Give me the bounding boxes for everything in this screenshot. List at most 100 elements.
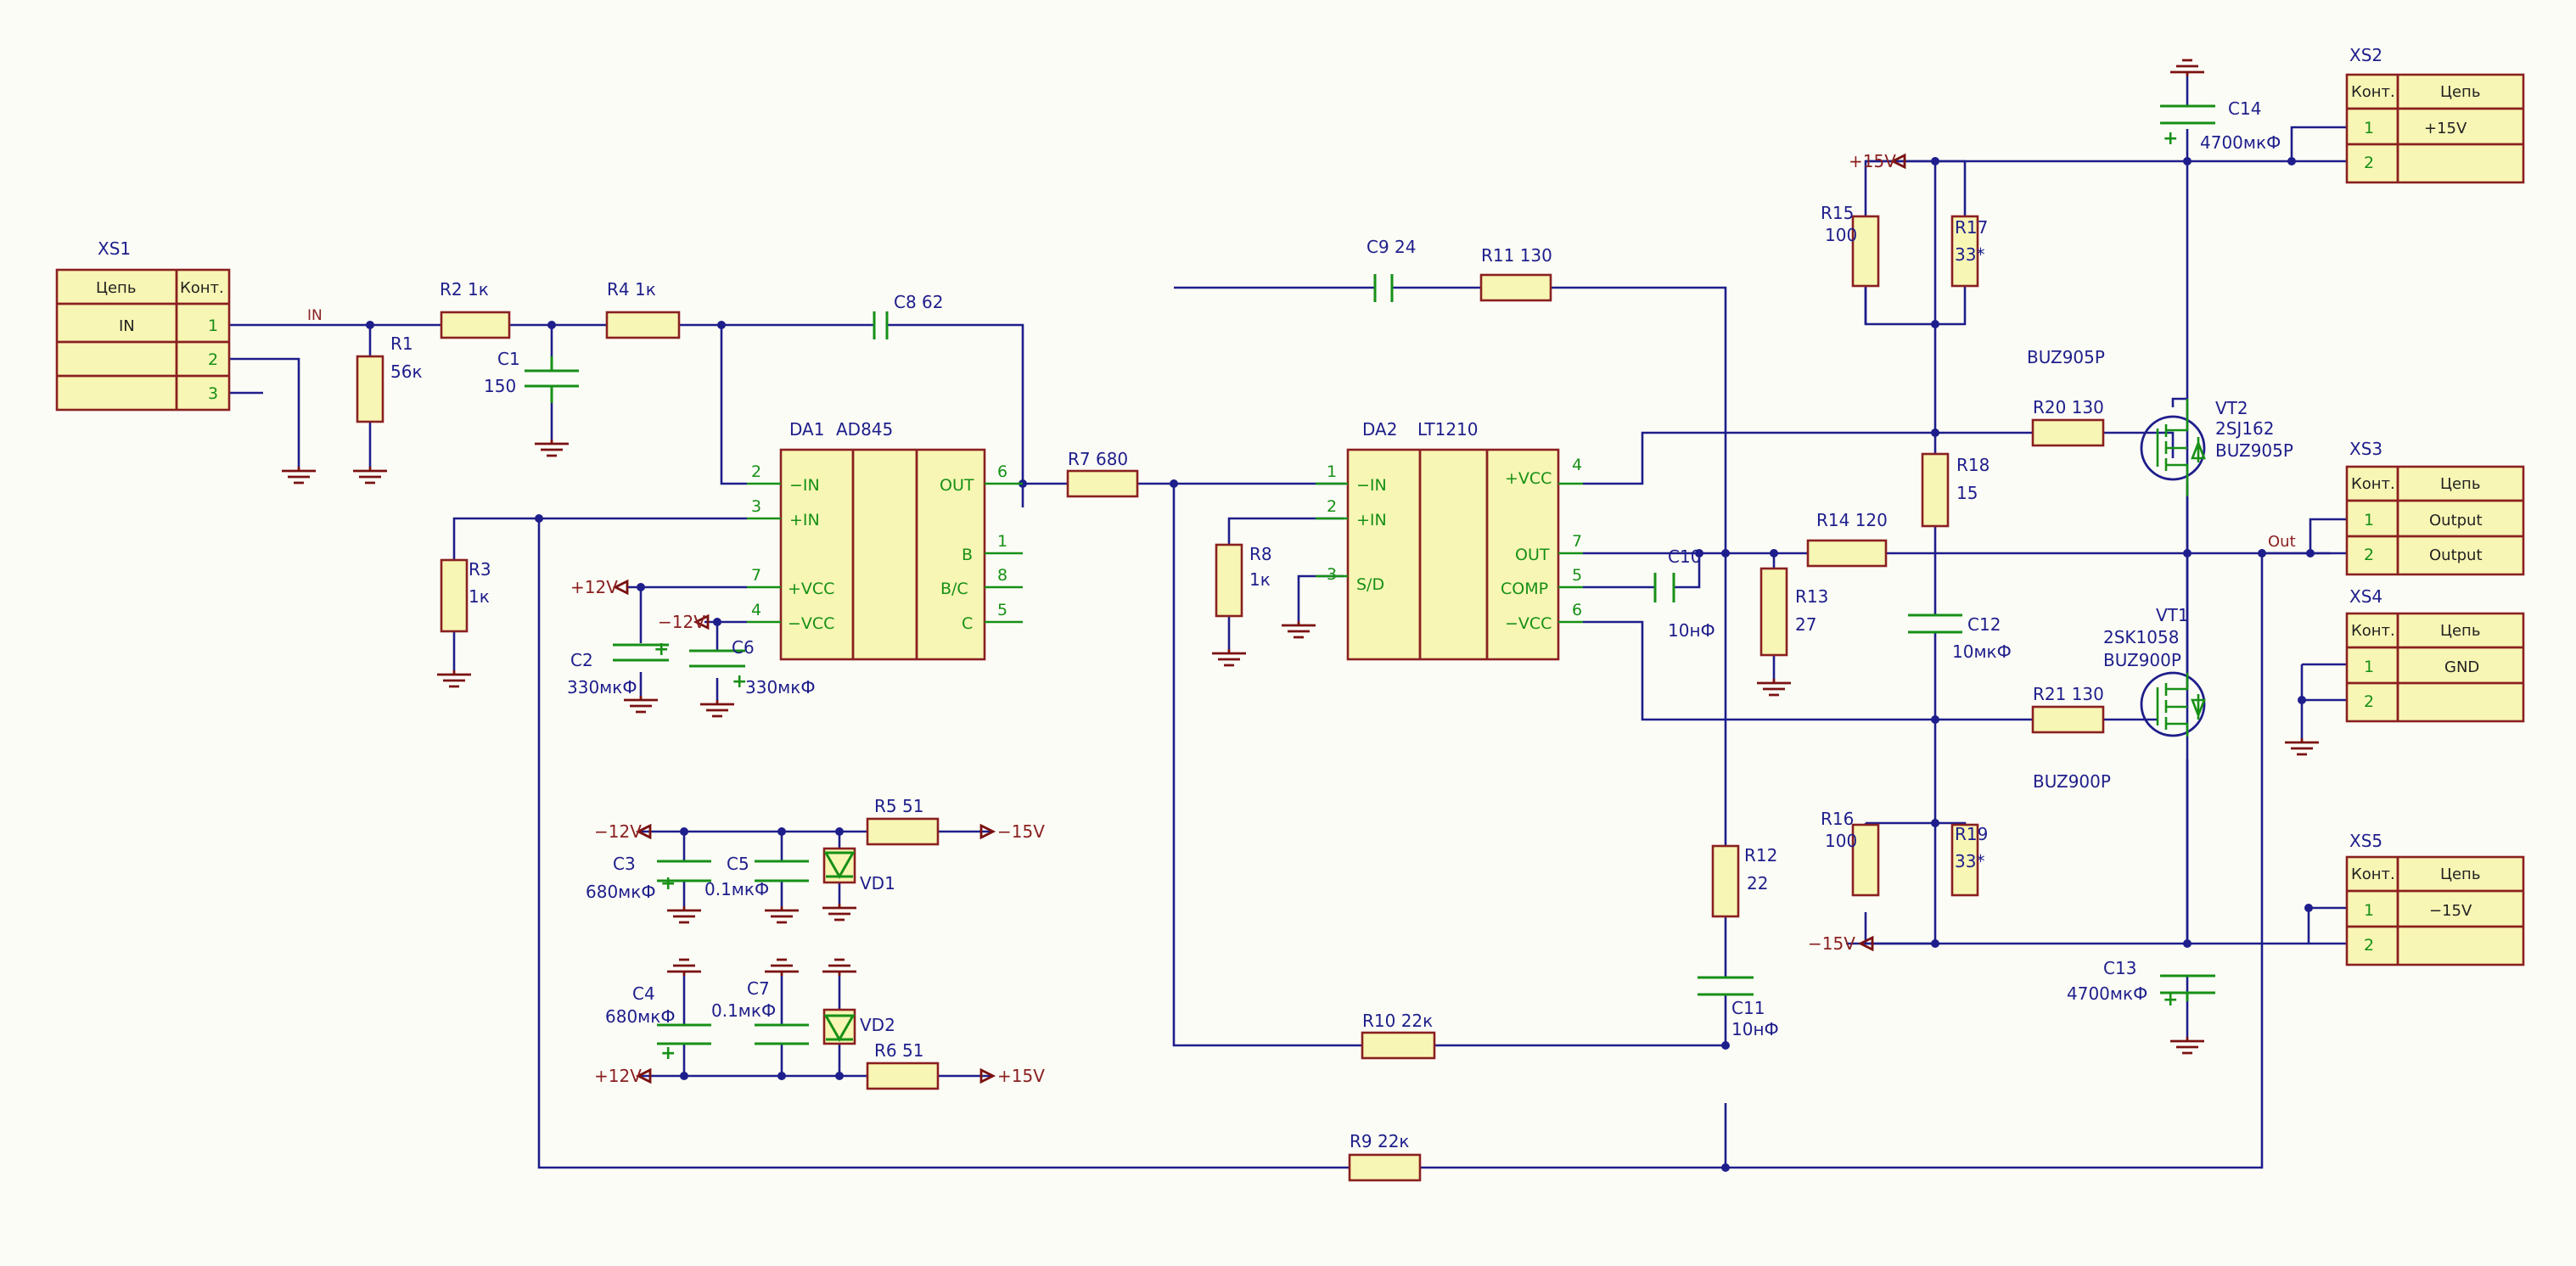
svg-text:1: 1 bbox=[208, 316, 218, 335]
svg-text:1: 1 bbox=[1327, 462, 1337, 481]
c10-val: 10нФ bbox=[1668, 620, 1715, 641]
r16-ref: R16 bbox=[1821, 809, 1854, 829]
r17-ref: R17 bbox=[1955, 217, 1988, 238]
r20-ref: R20 130 bbox=[2033, 397, 2104, 417]
xs2-ref: XS2 bbox=[2349, 45, 2382, 65]
c2-ref: C2 bbox=[570, 650, 593, 670]
svg-text:Цепь: Цепь bbox=[2440, 622, 2480, 640]
c14-val: 4700мкФ bbox=[2200, 132, 2281, 153]
svg-text:8: 8 bbox=[997, 566, 1007, 585]
svg-text:+IN: +IN bbox=[1356, 511, 1387, 529]
svg-text:C: C bbox=[962, 614, 973, 633]
resistor-r18 bbox=[1921, 452, 1950, 528]
vt1-alt: BUZ900P bbox=[2103, 650, 2181, 670]
capacitor-c3: + bbox=[657, 860, 711, 894]
r8-val: 1к bbox=[1249, 569, 1271, 590]
r12-val: 22 bbox=[1747, 873, 1768, 893]
r6-ref: R6 51 bbox=[874, 1040, 923, 1061]
net-label-p12a: +12V bbox=[570, 577, 618, 597]
svg-text:+15V: +15V bbox=[2424, 120, 2467, 137]
xs5-ref: XS5 bbox=[2349, 831, 2382, 851]
c1-ref: C1 bbox=[497, 349, 520, 369]
r4-ref: R4 1к bbox=[607, 279, 656, 300]
r3-val: 1к bbox=[469, 586, 490, 607]
r21-ref: R21 130 bbox=[2033, 684, 2104, 704]
capacitor-c11 bbox=[1698, 976, 1754, 996]
vt1-ref: VT1 bbox=[2156, 605, 2189, 625]
svg-text:Цепь: Цепь bbox=[2440, 865, 2480, 883]
capacitor-c9 bbox=[1373, 274, 1394, 302]
resistor-r3 bbox=[440, 558, 469, 633]
svg-text:B/C: B/C bbox=[940, 580, 968, 598]
resistor-r17 bbox=[1950, 215, 1979, 288]
c6-ref: C6 bbox=[732, 637, 755, 658]
resistor-r2 bbox=[440, 311, 511, 339]
svg-text:+: + bbox=[660, 1043, 676, 1064]
svg-text:Цепь: Цепь bbox=[96, 279, 136, 297]
svg-text:2: 2 bbox=[2364, 546, 2374, 564]
transistor-vt2 bbox=[2140, 399, 2206, 496]
resistor-r5 bbox=[866, 817, 940, 846]
resistor-r12 bbox=[1711, 844, 1740, 918]
svg-text:Output: Output bbox=[2429, 546, 2483, 564]
r18-ref: R18 bbox=[1956, 455, 1990, 475]
r1-ref: R1 bbox=[390, 333, 413, 354]
transistor-vt1 bbox=[2140, 671, 2206, 737]
vt1-note: BUZ900P bbox=[2033, 771, 2111, 792]
svg-text:2: 2 bbox=[751, 462, 761, 481]
c4-ref: C4 bbox=[632, 983, 655, 1004]
xs1-ref: XS1 bbox=[98, 238, 131, 259]
r14-ref: R14 120 bbox=[1816, 510, 1888, 530]
svg-text:−15V: −15V bbox=[2429, 902, 2472, 920]
da2-part: LT1210 bbox=[1417, 419, 1479, 440]
svg-text:GND: GND bbox=[2444, 658, 2479, 676]
c12-val: 10мкФ bbox=[1952, 641, 2012, 662]
component-labels: R1 56к R2 1к R3 1к R4 1к R5 51 R6 51 R7 … bbox=[390, 98, 2293, 1151]
svg-text:5: 5 bbox=[997, 601, 1007, 619]
resistor-r13 bbox=[1759, 567, 1788, 657]
diode-vd2 bbox=[822, 1008, 856, 1045]
resistor-r21 bbox=[2031, 705, 2105, 734]
svg-text:Цепь: Цепь bbox=[2440, 475, 2480, 493]
svg-text:+: + bbox=[654, 639, 669, 660]
da1-ref: DA1 bbox=[789, 419, 824, 440]
net-label-m12a: −12V bbox=[658, 612, 705, 632]
c11-val: 10нФ bbox=[1731, 1019, 1779, 1039]
vt2-ref: VT2 bbox=[2215, 398, 2248, 418]
c3-ref: C3 bbox=[613, 854, 636, 874]
resistor-r15 bbox=[1851, 215, 1880, 288]
opamp-da2: −IN +IN S/D +VCC OUT COMP −VCC 1 2 3 4 7… bbox=[1316, 448, 1583, 661]
xs4-ref: XS4 bbox=[2349, 586, 2382, 607]
capacitor-c12 bbox=[1908, 613, 1962, 634]
c1-val: 150 bbox=[484, 376, 516, 396]
vt2-alt: BUZ905P bbox=[2215, 440, 2293, 461]
svg-text:3: 3 bbox=[1327, 565, 1337, 584]
connector-xs1: Цепь Конт. IN 1 2 3 bbox=[55, 268, 231, 412]
r13-val: 27 bbox=[1795, 614, 1816, 635]
r7-ref: R7 680 bbox=[1068, 449, 1128, 469]
capacitor-c14: + bbox=[2160, 104, 2215, 149]
resistors bbox=[356, 215, 2105, 1182]
c11-ref: C11 bbox=[1731, 998, 1765, 1018]
svg-text:Конт.: Конт. bbox=[180, 279, 224, 297]
vt2-note: BUZ905P bbox=[2027, 347, 2105, 367]
svg-text:1: 1 bbox=[2364, 119, 2374, 137]
c3-val: 680мкФ bbox=[586, 882, 656, 902]
c13-val: 4700мкФ bbox=[2067, 983, 2147, 1004]
net-label-m15a: −15V bbox=[997, 821, 1045, 842]
r16-val: 100 bbox=[1825, 831, 1857, 851]
svg-text:+: + bbox=[2163, 989, 2178, 1011]
capacitors: + + + + + + bbox=[525, 104, 2215, 1064]
vd2-ref: VD2 bbox=[860, 1015, 895, 1035]
resistor-r20 bbox=[2031, 418, 2105, 447]
svg-text:7: 7 bbox=[751, 566, 761, 585]
resistor-r6 bbox=[866, 1062, 940, 1090]
svg-text:+: + bbox=[2163, 128, 2178, 149]
resistor-r10 bbox=[1361, 1031, 1436, 1060]
r1-val: 56к bbox=[390, 361, 423, 382]
power-flags bbox=[612, 153, 1906, 1084]
svg-text:S/D: S/D bbox=[1356, 575, 1384, 594]
c14-ref: C14 bbox=[2228, 98, 2261, 119]
svg-text:Конт.: Конт. bbox=[2351, 475, 2395, 493]
